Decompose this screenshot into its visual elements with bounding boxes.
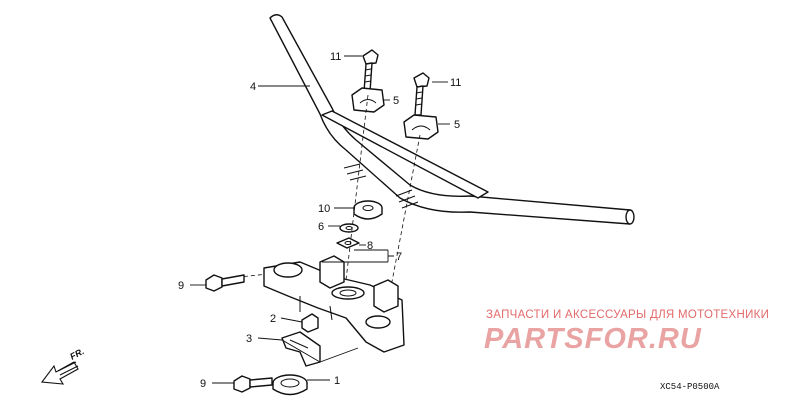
handlebar-upper-holder-left xyxy=(351,87,385,113)
washer xyxy=(339,223,359,233)
callout-5-left: 5 xyxy=(393,95,399,107)
stem-pinch-bolt-upper xyxy=(205,274,245,292)
callout-11-left: 11 xyxy=(330,51,341,63)
upper-holder-bolt-left xyxy=(362,49,379,93)
callout-5-right: 5 xyxy=(454,119,460,131)
rubber-damper xyxy=(353,200,383,220)
callout-6: 6 xyxy=(318,221,324,233)
callout-11-right: 11 xyxy=(450,77,461,89)
dust-seal xyxy=(272,374,308,396)
front-direction-arrow-icon xyxy=(40,361,79,385)
handlebar-upper-holder-right xyxy=(403,114,439,140)
callout-1: 1 xyxy=(334,375,340,387)
callout-4: 4 xyxy=(250,81,256,93)
upper-holder-bolt-right xyxy=(413,72,430,116)
diagram-code: XC54-P0500A xyxy=(660,382,720,392)
callout-10: 10 xyxy=(318,203,330,215)
handlebar xyxy=(269,14,635,225)
callout-3: 3 xyxy=(246,333,252,345)
lock-washer xyxy=(336,237,360,249)
watermark-brand: PARTSFOR.RU xyxy=(484,323,702,355)
watermark-tagline: ЗАПЧАСТИ И АКСЕССУАРЫ ДЛЯ МОТОТЕХНИКИ xyxy=(486,309,769,321)
front-direction-label: FR. xyxy=(68,346,85,362)
callout-8: 8 xyxy=(367,240,373,252)
cable-guide xyxy=(281,331,321,367)
callout-7: 7 xyxy=(396,251,402,263)
steering-stem xyxy=(263,255,405,353)
leader-lines xyxy=(190,55,450,384)
callout-2: 2 xyxy=(270,313,276,325)
callout-9-upper: 9 xyxy=(178,280,184,292)
stem-pinch-bolt-lower xyxy=(233,375,273,393)
cable-clamp xyxy=(301,313,319,333)
callout-9-lower: 9 xyxy=(200,378,206,390)
